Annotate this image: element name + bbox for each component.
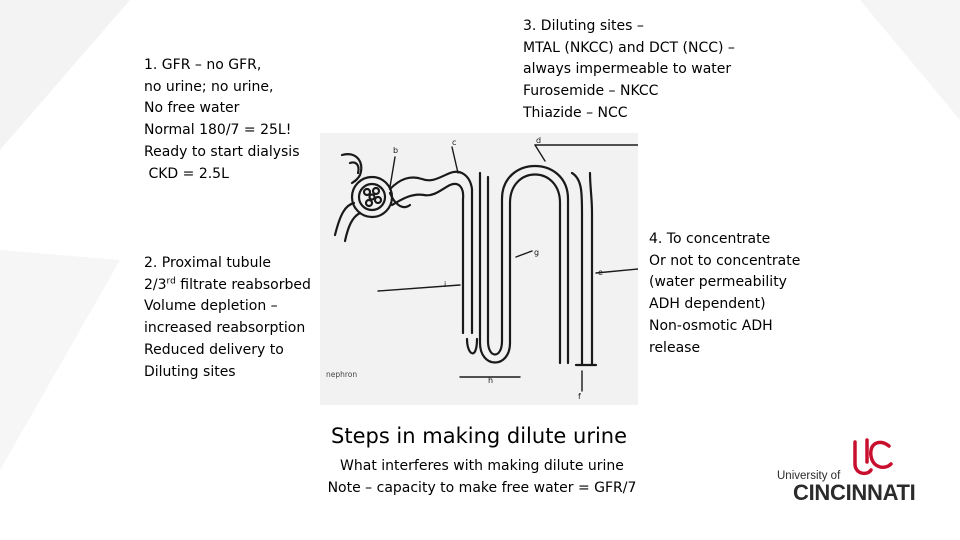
gfr-notes: 1. GFR – no GFR, no urine; no urine, No … xyxy=(144,55,299,185)
leader-e xyxy=(595,268,638,274)
label-b: b xyxy=(393,146,398,155)
nephron-diagram: b c d e g i h f nephron xyxy=(320,133,638,405)
leader-c xyxy=(451,146,459,174)
gfr-line: Ready to start dialysis xyxy=(144,143,300,160)
concentrate-notes: 4. To concentrate Or not to concentrate … xyxy=(649,229,800,359)
descending-limb xyxy=(478,171,562,365)
logo-cincinnati-text: CINCINNATI xyxy=(793,480,916,505)
leader-b xyxy=(389,156,396,188)
diluting-line: 3. Diluting sites – xyxy=(523,18,644,34)
afferent-arteriole xyxy=(340,153,363,185)
efferent-arteriole xyxy=(333,201,356,237)
filtrate-text: filtrate reabsorbed xyxy=(175,276,311,293)
fraction-text: 2/3 xyxy=(144,276,167,293)
label-g: g xyxy=(534,248,539,257)
label-c: c xyxy=(452,138,456,147)
gfr-line: No free water xyxy=(144,100,240,117)
proximal-line: Volume depletion – xyxy=(144,298,278,315)
slide-title: Steps in making dilute urine xyxy=(331,424,628,448)
proximal-line: increased reabsorption xyxy=(144,320,306,337)
ascending-limb xyxy=(486,165,570,365)
label-d: d xyxy=(536,136,541,145)
gfr-line: 1. GFR – no GFR, xyxy=(144,57,262,73)
diluting-line: always impermeable to water xyxy=(523,61,732,78)
collecting-duct xyxy=(570,171,584,367)
slide-subtitle: What interferes with making dilute urine… xyxy=(322,456,642,499)
ordinal-superscript: rd xyxy=(166,276,176,287)
diagram-caption: nephron xyxy=(326,370,357,379)
subtitle-line: Note – capacity to make free water = GFR… xyxy=(327,479,637,496)
uc-logo-icon xyxy=(853,438,893,476)
proximal-line: 2. Proximal tubule xyxy=(144,255,271,271)
concentrate-line: Non-osmotic ADH xyxy=(649,317,773,334)
proximal-tubule xyxy=(388,170,474,335)
arteriole-inner xyxy=(348,161,360,175)
concentrate-line: ADH dependent) xyxy=(649,296,766,313)
leader-d2 xyxy=(534,144,546,162)
efferent-arteriole-outer xyxy=(343,211,362,243)
proximal-tubule-inner xyxy=(390,182,465,335)
gfr-line: CKD = 2.5L xyxy=(144,165,229,182)
gfr-line: no urine; no urine, xyxy=(144,78,274,95)
leader-g xyxy=(515,250,533,258)
gfr-line: Normal 180/7 = 25L! xyxy=(144,122,292,139)
proximal-line: Diluting sites xyxy=(144,363,236,380)
concentrate-line: Or not to concentrate xyxy=(649,252,801,269)
label-i: i xyxy=(444,280,446,289)
concentrate-line: release xyxy=(649,339,701,356)
proximal-line: 2/3rd filtrate reabsorbed xyxy=(144,275,311,297)
label-f: f xyxy=(578,392,581,401)
diluting-line: Thiazide – NCC xyxy=(523,104,628,121)
label-h: h xyxy=(488,376,493,385)
proximal-line: Reduced delivery to xyxy=(144,341,284,358)
logo-university-text: University of xyxy=(777,470,841,482)
proximal-tubule-notes: 2. Proximal tubule 2/3rd filtrate reabso… xyxy=(144,253,311,383)
diluting-sites-notes: 3. Diluting sites – MTAL (NKCC) and DCT … xyxy=(523,16,735,125)
glomerulus xyxy=(357,182,387,212)
diluting-line: MTAL (NKCC) and DCT (NCC) – xyxy=(523,39,735,56)
concentrate-line: (water permeability xyxy=(649,274,787,291)
subtitle-line: What interferes with making dilute urine xyxy=(340,458,624,474)
concentrate-line: 4. To concentrate xyxy=(649,231,771,247)
label-e: e xyxy=(598,268,603,277)
leader-i xyxy=(377,284,461,292)
diluting-line: Furosemide – NKCC xyxy=(523,83,659,100)
